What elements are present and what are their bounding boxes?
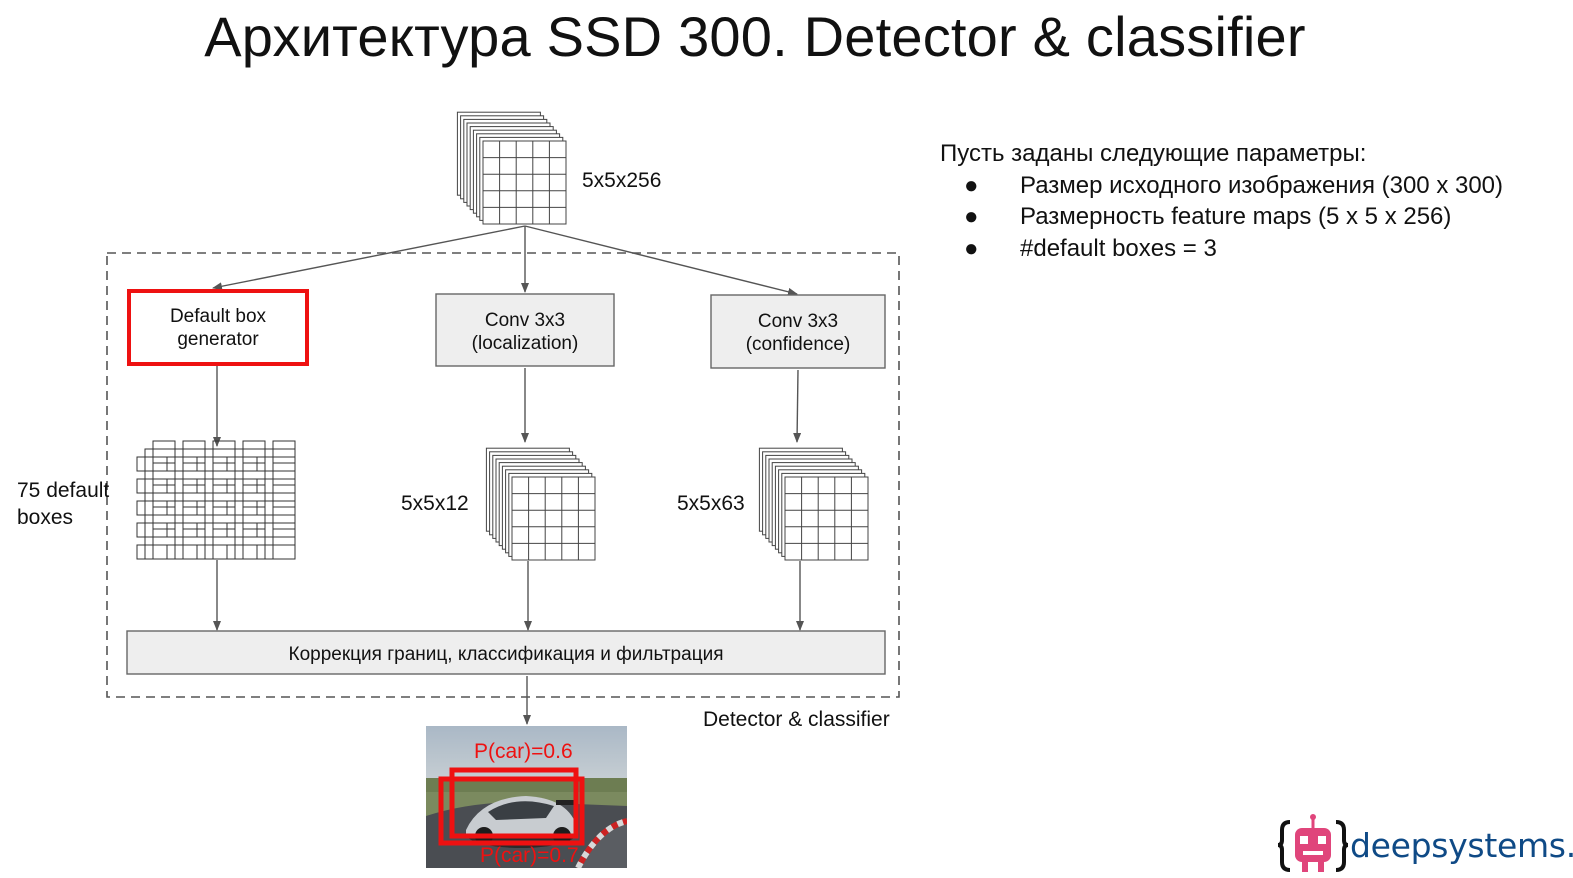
parameter-item: ● Размерность feature maps (5 x 5 x 256) bbox=[940, 201, 1503, 233]
default-box-generator-line1: Default box bbox=[170, 306, 267, 327]
input-feature-map-label: 5x5x256 bbox=[582, 169, 661, 192]
conv-confidence-line1: Conv 3x3 bbox=[758, 311, 838, 332]
parameter-item: ● Размер исходного изображения (300 x 300… bbox=[940, 170, 1503, 202]
conv-confidence-line2: (confidence) bbox=[746, 334, 851, 355]
confidence-output-label: 5x5x63 bbox=[677, 492, 745, 515]
correction-classification-filtering-node: Коррекция границ, классификация и фильтр… bbox=[126, 630, 886, 675]
default-boxes-label-line2: boxes bbox=[17, 506, 73, 529]
default-boxes-grid-icon bbox=[136, 440, 296, 560]
bullet-icon: ● bbox=[964, 234, 979, 262]
conv-localization-node: Conv 3x3 (localization) bbox=[435, 293, 615, 367]
logo-text: deepsystems.io bbox=[1350, 826, 1573, 865]
conv-confidence-node: Conv 3x3 (confidence) bbox=[710, 294, 886, 369]
input-feature-map-icon bbox=[456, 111, 567, 225]
localization-output-label: 5x5x12 bbox=[401, 492, 469, 515]
parameter-item: ● #default boxes = 3 bbox=[940, 233, 1503, 265]
detector-classifier-region bbox=[106, 252, 900, 698]
parameters-list: ● Размер исходного изображения (300 x 300… bbox=[940, 170, 1503, 265]
default-box-generator-node: Default box generator bbox=[127, 289, 309, 366]
parameter-text: Размер исходного изображения (300 x 300) bbox=[1020, 171, 1504, 199]
detector-classifier-label: Detector & classifier bbox=[703, 708, 890, 731]
bullet-icon: ● bbox=[964, 171, 979, 199]
parameter-text: Размерность feature maps (5 x 5 x 256) bbox=[1020, 203, 1452, 230]
detection-result-image bbox=[426, 726, 627, 868]
parameter-text: #default boxes = 3 bbox=[1020, 234, 1217, 262]
deepsystems-logo: deepsystems.io bbox=[1278, 812, 1573, 878]
default-box-generator-line2: generator bbox=[177, 329, 259, 350]
slide-title: Архитектура SSD 300. Detector & classifi… bbox=[204, 5, 1306, 68]
robot-icon bbox=[1278, 814, 1348, 872]
parameters-block: Пусть заданы следующие параметры: ● Разме… bbox=[940, 138, 1503, 264]
localization-output-icon bbox=[485, 447, 596, 561]
conv-localization-line2: (localization) bbox=[472, 333, 579, 354]
correction-box-label: Коррекция границ, классификация и фильтр… bbox=[289, 644, 724, 665]
conv-localization-line1: Conv 3x3 bbox=[485, 310, 565, 331]
parameters-intro: Пусть заданы следующие параметры: bbox=[940, 140, 1367, 167]
confidence-output-icon bbox=[758, 447, 869, 561]
default-boxes-label-line1: 75 default bbox=[17, 479, 109, 502]
bullet-icon: ● bbox=[964, 203, 979, 230]
